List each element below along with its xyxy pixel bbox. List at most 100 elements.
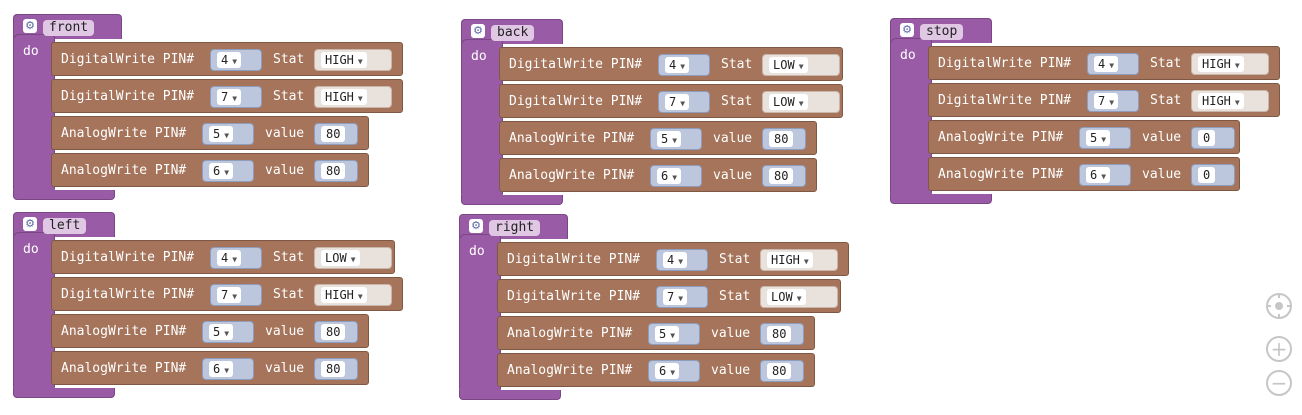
pin-dropdown[interactable]: 5▼ [1079, 127, 1131, 149]
procedure-name[interactable]: left [43, 218, 87, 234]
pin-dropdown[interactable]: 5▼ [648, 323, 700, 345]
pin-dropdown[interactable]: 4▼ [210, 49, 262, 71]
procedure-name[interactable]: stop [920, 24, 964, 40]
zoom-in-button[interactable]: + [1266, 336, 1292, 362]
value-label: value [713, 168, 753, 183]
pin-dropdown[interactable]: 5▼ [650, 128, 702, 150]
stat-label: Stat [273, 52, 305, 67]
value-input[interactable]: 80 [314, 321, 358, 343]
stat-label: Stat [1150, 56, 1182, 71]
pin-dropdown[interactable]: 4▼ [658, 54, 710, 76]
pin-dropdown[interactable]: 5▼ [202, 123, 254, 145]
value-input[interactable]: 80 [762, 128, 806, 150]
stat-dropdown[interactable]: LOW▼ [760, 286, 838, 308]
value-input[interactable]: 0 [1191, 164, 1235, 186]
pin-dropdown[interactable]: 7▼ [210, 86, 262, 108]
dropdown-arrow-icon: ▼ [672, 136, 678, 145]
value-input[interactable]: 80 [762, 165, 806, 187]
stat-value: HIGH [325, 53, 354, 67]
pin-dropdown[interactable]: 7▼ [656, 286, 708, 308]
pin-dropdown[interactable]: 6▼ [202, 358, 254, 380]
stat-dropdown[interactable]: LOW▼ [762, 54, 840, 76]
stat-dropdown[interactable]: LOW▼ [762, 91, 840, 113]
value-label: value [1142, 167, 1182, 182]
stat-dropdown[interactable]: HIGH▼ [314, 86, 392, 108]
stat-label: Stat [273, 89, 305, 104]
pin-dropdown[interactable]: 6▼ [648, 360, 700, 382]
dropdown-arrow-icon: ▼ [796, 294, 802, 303]
block-label: DigitalWrite PIN# [61, 52, 195, 67]
gear-icon[interactable]: ⚙ [471, 24, 485, 38]
pin-dropdown[interactable]: 5▼ [202, 321, 254, 343]
procedure-name[interactable]: front [43, 20, 95, 36]
value-number: 80 [321, 361, 346, 377]
plus-icon: + [1270, 337, 1288, 361]
block-label: DigitalWrite PIN# [507, 289, 641, 304]
stat-dropdown[interactable]: HIGH▼ [314, 49, 392, 71]
dropdown-arrow-icon: ▼ [798, 99, 804, 108]
digital-write-block[interactable]: DigitalWrite PIN# 4▼ Stat HIGH▼ [928, 46, 1280, 80]
pin-dropdown[interactable]: 7▼ [210, 284, 262, 306]
value-input[interactable]: 0 [1191, 127, 1235, 149]
pin-dropdown[interactable]: 4▼ [1087, 53, 1139, 75]
block-label: AnalogWrite PIN# [509, 168, 635, 183]
block-label: DigitalWrite PIN# [509, 94, 643, 109]
pin-dropdown[interactable]: 6▼ [202, 160, 254, 182]
stat-dropdown[interactable]: HIGH▼ [1191, 53, 1269, 75]
pin-dropdown[interactable]: 6▼ [650, 165, 702, 187]
digital-write-block[interactable]: DigitalWrite PIN# 4▼ Stat HIGH▼ [51, 42, 403, 76]
zoom-out-button[interactable]: − [1266, 370, 1292, 396]
stat-value: LOW [773, 95, 795, 109]
value-input[interactable]: 80 [314, 358, 358, 380]
pin-dropdown[interactable]: 4▼ [656, 249, 708, 271]
gear-icon[interactable]: ⚙ [469, 219, 483, 233]
pin-dropdown[interactable]: 7▼ [1087, 90, 1139, 112]
dropdown-arrow-icon: ▼ [232, 255, 238, 264]
block-label: DigitalWrite PIN# [938, 56, 1072, 71]
gear-icon[interactable]: ⚙ [23, 19, 37, 33]
recenter-button[interactable] [1266, 293, 1292, 319]
procedure-name[interactable]: back [491, 25, 535, 41]
block-label: AnalogWrite PIN# [61, 126, 187, 141]
value-input[interactable]: 80 [314, 160, 358, 182]
stat-dropdown[interactable]: HIGH▼ [760, 249, 838, 271]
gear-icon[interactable]: ⚙ [900, 23, 914, 37]
value-input[interactable]: 80 [760, 360, 804, 382]
value-input[interactable]: 80 [760, 323, 804, 345]
pin-value: 7 [667, 290, 675, 304]
stat-dropdown[interactable]: HIGH▼ [1191, 90, 1269, 112]
stat-value: HIGH [1202, 57, 1231, 71]
block-label: DigitalWrite PIN# [938, 93, 1072, 108]
gear-icon[interactable]: ⚙ [23, 217, 37, 231]
pin-dropdown[interactable]: 6▼ [1079, 164, 1131, 186]
block-label: AnalogWrite PIN# [507, 363, 633, 378]
dropdown-arrow-icon: ▼ [672, 173, 678, 182]
dropdown-arrow-icon: ▼ [1109, 98, 1115, 107]
stat-dropdown[interactable]: HIGH▼ [314, 284, 392, 306]
pin-dropdown[interactable]: 7▼ [658, 91, 710, 113]
dropdown-arrow-icon: ▼ [1101, 172, 1107, 181]
analog-write-block[interactable]: AnalogWrite PIN# 6▼ value 80 [499, 158, 817, 192]
value-input[interactable]: 80 [314, 123, 358, 145]
pin-dropdown[interactable]: 4▼ [210, 247, 262, 269]
stat-dropdown[interactable]: LOW▼ [314, 247, 392, 269]
dropdown-arrow-icon: ▼ [224, 168, 230, 177]
procedure-name[interactable]: right [489, 220, 541, 236]
